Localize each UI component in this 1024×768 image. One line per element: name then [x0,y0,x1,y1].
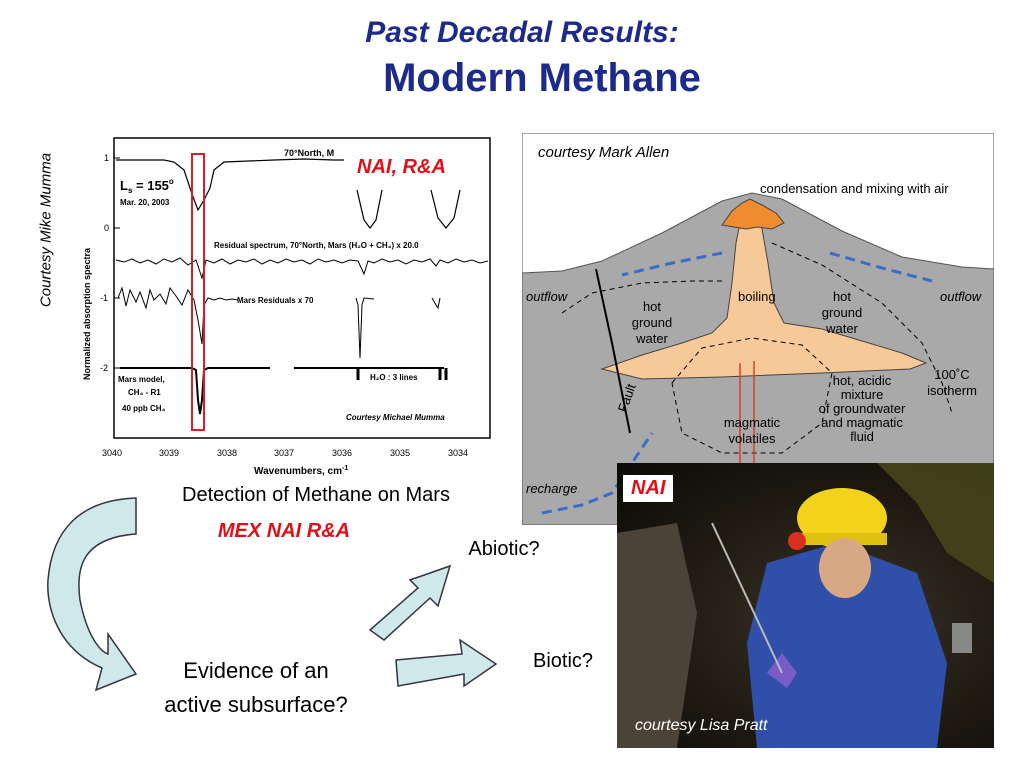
isotherm-2: isotherm [927,383,977,398]
h2o-label: H₂O : 3 lines [370,373,418,382]
spectrum-xlabel: Wavenumbers, cm-1 [254,465,348,477]
date-label: Mar. 20, 2003 [120,198,170,207]
methane-spectrum-chart: 1 0 -1 -2 3040 3039 3038 3037 3036 3035 … [82,137,491,477]
xtick-7: 3034 [448,448,468,458]
spectrum-ylabel: Normalized absorption spectra [82,247,92,380]
acidic-1: hot, acidic [833,373,892,388]
outflow-right: outflow [940,289,983,304]
model-label-2: CH₄ - R1 [128,388,161,397]
hot-right-3: water [825,321,858,336]
condensation-label: condensation and mixing with air [760,181,949,196]
ytick-3: -1 [100,293,108,303]
evidence-line1: Evidence of an [183,658,329,683]
outflow-left: outflow [526,289,569,304]
label-70north: 70°North, M [284,148,334,158]
xtick-3: 3038 [217,448,237,458]
recharge-label: recharge [526,481,577,496]
xtick-2: 3039 [159,448,179,458]
evidence-caption: Evidence of an active subsurface? [126,654,386,722]
magmatic-2: volatiles [729,431,776,446]
curved-arrow [47,497,138,692]
hot-right-1: hot [833,289,851,304]
biotic-arrow [395,638,498,688]
acidic-5: fluid [850,429,874,444]
xtick-5: 3036 [332,448,352,458]
mine-photo: NAI courtesy Lisa Pratt [617,463,994,748]
spectrum-nai-label: NAI, R&A [357,156,446,178]
isotherm-1: 100˚C [934,367,969,382]
magmatic-1: magmatic [724,415,781,430]
acidic-4: and magmatic [821,415,903,430]
biotic-label: Biotic? [532,650,594,672]
hot-left-3: water [635,331,668,346]
spectrum-courtesy: Courtesy Michael Mumma [346,413,445,422]
diagram-credit: courtesy Mark Allen [538,144,669,161]
ytick-2: 0 [104,223,109,233]
xtick-4: 3037 [274,448,294,458]
photo-credit: courtesy Lisa Pratt [635,717,768,734]
ls-label: Ls = 155o [120,177,174,195]
mars-residuals-label: Mars Residuals x 70 [237,296,314,305]
hot-right-2: ground [822,305,862,320]
acidic-2: mixture [841,387,884,402]
abiotic-label: Abiotic? [468,538,540,560]
model-label-1: Mars model, [118,375,165,384]
ytick-4: -2 [100,363,108,373]
hydrothermal-diagram: courtesy Mark Allen condensation and mix… [522,133,994,525]
flow-arrows [47,497,498,692]
detection-caption: Detection of Methane on Mars [182,484,450,506]
model-label-3: 40 ppb CH₄ [122,404,166,413]
evidence-line2: active subsurface? [164,692,348,717]
mex-caption: MEX NAI R&A [217,520,351,542]
hot-left-2: ground [632,315,672,330]
ytick-1: 1 [104,153,109,163]
photo-scene [617,463,994,748]
abiotic-arrow [368,564,452,641]
hot-left-1: hot [643,299,661,314]
slide-title-line1: Past Decadal Results: [365,16,679,49]
slide-title-line2: Modern Methane [383,56,701,100]
acidic-3: of groundwater [819,401,906,416]
photo-nai-label: NAI [623,475,674,502]
xtick-1: 3040 [102,448,122,458]
mumma-credit-text: Courtesy Mike Mumma [37,152,55,308]
residual-label: Residual spectrum, 70°North, Mars (H₂O +… [214,241,419,250]
boiling-label: boiling [738,289,776,304]
mumma-credit: Courtesy Mike Mumma [26,130,66,330]
xtick-6: 3035 [390,448,410,458]
